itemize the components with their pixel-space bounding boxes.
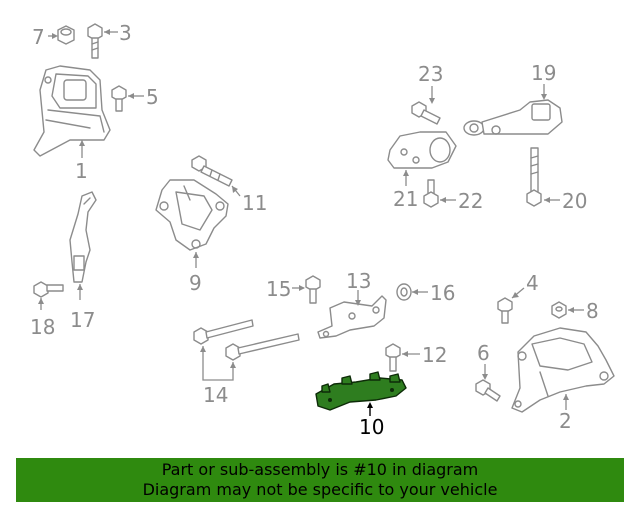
part-3-bolt[interactable] — [87, 23, 103, 59]
part-11-bolt[interactable] — [191, 155, 233, 187]
callout-18: 18 — [30, 315, 55, 339]
part-6-bolt[interactable] — [475, 379, 501, 402]
part-12-bolt[interactable] — [385, 343, 401, 372]
part-1-mount-bracket[interactable] — [33, 65, 111, 157]
callout-12: 12 — [422, 343, 447, 367]
part-17-hose-bracket[interactable] — [69, 191, 97, 283]
callout-21: 21 — [393, 187, 418, 211]
banner-line-1: Part or sub-assembly is #10 in diagram — [161, 460, 479, 479]
callout-23: 23 — [418, 62, 443, 86]
callout-19: 19 — [531, 61, 556, 85]
callout-5: 5 — [146, 85, 159, 109]
callout-22: 22 — [458, 189, 483, 213]
callout-3: 3 — [119, 21, 132, 45]
part-15-bolt[interactable] — [305, 275, 321, 304]
part-20-bolt[interactable] — [526, 147, 542, 207]
part-19-torque-rod[interactable] — [463, 99, 563, 136]
part-10-bracket-highlighted[interactable] — [315, 371, 407, 411]
part-7-nut[interactable] — [57, 25, 75, 45]
callout-2: 2 — [559, 409, 572, 433]
callout-1: 1 — [75, 159, 88, 183]
callout-20: 20 — [562, 189, 587, 213]
part-5-bolt[interactable] — [111, 85, 127, 112]
callout-10: 10 — [359, 415, 384, 439]
callout-15: 15 — [266, 277, 291, 301]
callout-9: 9 — [189, 271, 202, 295]
callout-14: 14 — [203, 383, 228, 407]
callout-17: 17 — [70, 308, 95, 332]
part-14-bolts[interactable] — [193, 319, 300, 361]
part-18-bolt[interactable] — [33, 281, 64, 298]
part-13-bracket[interactable] — [317, 295, 387, 339]
part-21-bracket[interactable] — [387, 131, 457, 169]
part-22-bolt[interactable] — [423, 179, 439, 208]
callout-7: 7 — [32, 25, 45, 49]
part-8-nut[interactable] — [551, 301, 567, 319]
callout-13: 13 — [346, 269, 371, 293]
callout-16: 16 — [430, 281, 455, 305]
banner-line-2: Diagram may not be specific to your vehi… — [142, 480, 498, 499]
callout-4: 4 — [526, 271, 539, 295]
part-16-nut[interactable] — [396, 283, 412, 301]
callout-8: 8 — [586, 299, 599, 323]
part-2-transmission-mount[interactable] — [511, 327, 615, 413]
part-4-bolt[interactable] — [497, 297, 513, 324]
callout-6: 6 — [477, 341, 490, 365]
part-23-bolt[interactable] — [411, 101, 441, 125]
part-9-mount-bracket[interactable] — [155, 179, 229, 251]
info-banner: Part or sub-assembly is #10 in diagram D… — [16, 458, 624, 502]
callout-11: 11 — [242, 191, 267, 215]
